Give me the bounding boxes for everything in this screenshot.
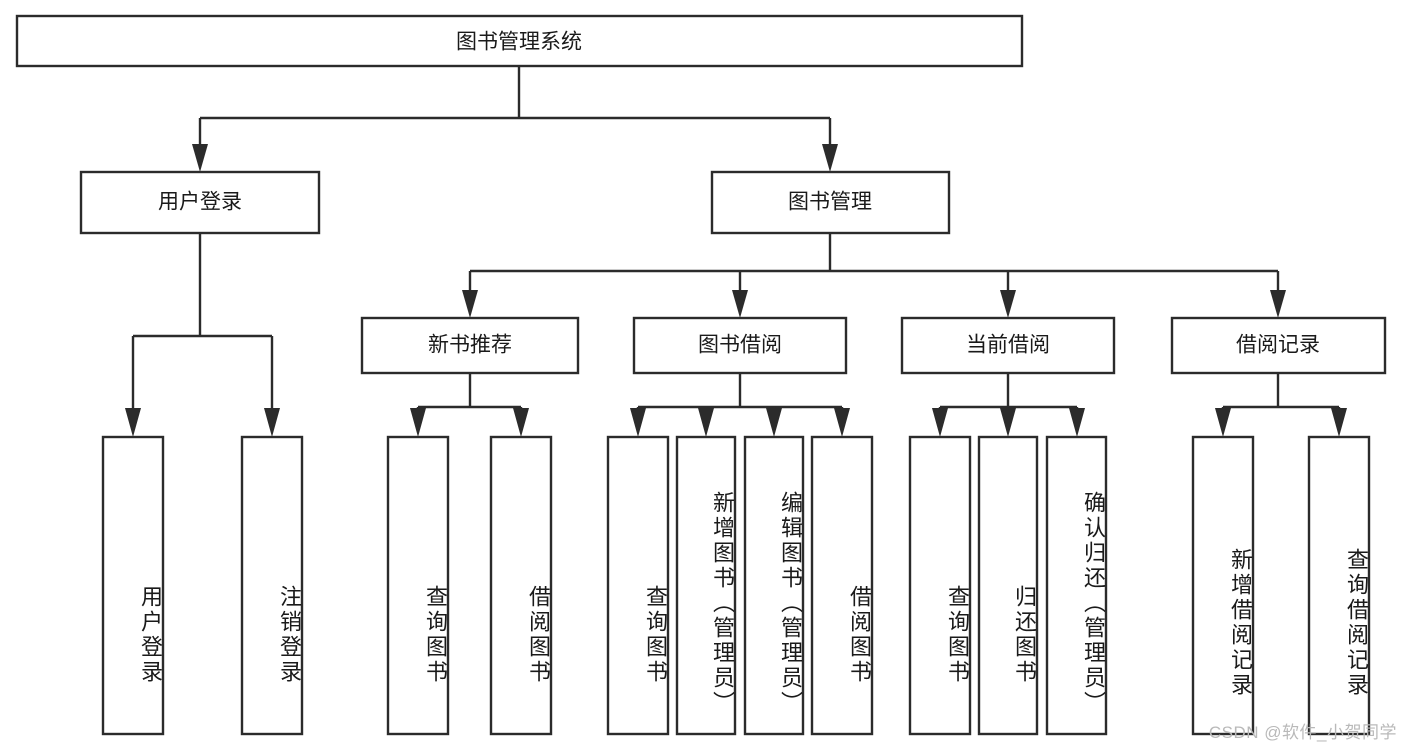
- leaf-box-cb-return-book[interactable]: [977, 435, 1039, 736]
- label-root-system: 图书管理系统: [456, 31, 582, 54]
- arrow-head-cb-leaf3: [1069, 408, 1085, 437]
- arrow-head-bb-leaf2: [698, 408, 714, 437]
- leaf-box-br-add-record[interactable]: [1191, 435, 1255, 736]
- arrow-head-bb-leaf3: [766, 408, 782, 437]
- label-book-management: 图书管理: [788, 191, 872, 214]
- node-box-group: [15, 14, 1387, 736]
- arrow-head-nb-leaf1: [410, 408, 426, 437]
- node-book-management[interactable]: [710, 170, 951, 235]
- leaf-box-bb-query-book[interactable]: [606, 435, 670, 736]
- leaf-box-nb-query-book[interactable]: [386, 435, 450, 736]
- node-current-borrow[interactable]: [900, 316, 1116, 375]
- arrow-head-cb-leaf2: [1000, 408, 1016, 437]
- watermark-csdn: CSDN @软件_小贺同学: [1208, 723, 1397, 742]
- leaf-box-bb-add-book[interactable]: [675, 435, 737, 736]
- arrow-head-new-book: [462, 290, 478, 318]
- label-new-book-recommend: 新书推荐: [428, 334, 512, 357]
- leaf-box-nb-borrow-book[interactable]: [489, 435, 553, 736]
- arrow-head-bb-leaf4: [834, 408, 850, 437]
- arrow-head-cb-leaf1: [932, 408, 948, 437]
- label-user-login: 用户登录: [158, 191, 242, 214]
- label-book-borrow: 图书借阅: [698, 334, 782, 357]
- leaf-box-logout[interactable]: [240, 435, 304, 736]
- arrow-head-leaf-user-login: [125, 408, 141, 437]
- arrow-head-br-leaf1: [1215, 408, 1231, 437]
- label-borrow-record: 借阅记录: [1236, 334, 1320, 357]
- arrow-head-nb-leaf2: [513, 408, 529, 437]
- horizontal-label-group: 图书管理系统 用户登录 图书管理 新书推荐 图书借阅 当前借阅 借阅记录: [158, 31, 1320, 357]
- leaf-box-bb-borrow-book[interactable]: [810, 435, 874, 736]
- arrow-head-leaf-logout: [264, 408, 280, 437]
- leaf-box-cb-query-book[interactable]: [908, 435, 972, 736]
- node-borrow-record[interactable]: [1170, 316, 1387, 375]
- connector-group: [125, 66, 1347, 437]
- arrow-head-bb-leaf1: [630, 408, 646, 437]
- node-new-book-recommend[interactable]: [360, 316, 580, 375]
- arrow-head-current-borrow: [1000, 290, 1016, 318]
- arrow-head-br-leaf2: [1331, 408, 1347, 437]
- label-current-borrow: 当前借阅: [966, 334, 1050, 357]
- arrow-head-book-borrow: [732, 290, 748, 318]
- node-user-login[interactable]: [79, 170, 321, 235]
- arrow-head-book-mgmt: [822, 144, 838, 172]
- leaf-box-cb-confirm-return[interactable]: [1045, 435, 1108, 736]
- arrow-head-borrow-record: [1270, 290, 1286, 318]
- leaf-box-br-query-record[interactable]: [1307, 435, 1371, 736]
- leaf-box-bb-edit-book[interactable]: [743, 435, 805, 736]
- arrow-head-user-login: [192, 144, 208, 172]
- node-book-borrow[interactable]: [632, 316, 848, 375]
- node-root-system[interactable]: [15, 14, 1024, 68]
- leaf-box-user-login[interactable]: [101, 435, 165, 736]
